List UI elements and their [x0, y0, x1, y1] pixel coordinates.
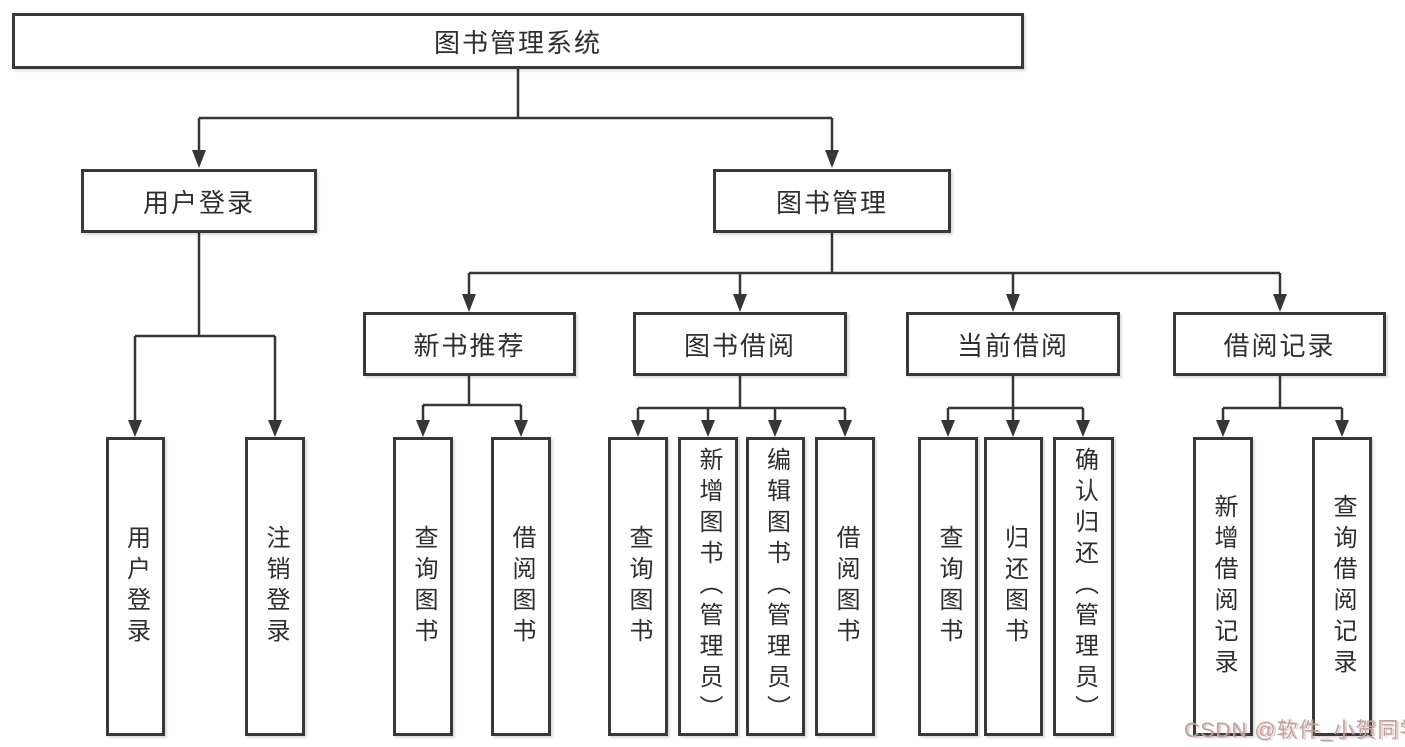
leaf-label: 查询图书: [935, 524, 962, 649]
leaf-label: 查询图书: [410, 524, 437, 649]
leaf-label: 注销登录: [262, 524, 289, 649]
node-book-management: 图书管理: [713, 169, 951, 233]
leaf-query-books-recommend: 查询图书: [393, 437, 453, 736]
leaf-label: 编辑图书（管理员）: [762, 447, 790, 726]
leaf-query-borrow-record: 查询借阅记录: [1312, 437, 1372, 736]
node-borrowing-records: 借阅记录: [1173, 312, 1386, 376]
leaf-label: 查询借阅记录: [1329, 493, 1356, 680]
leaf-user-login: 用户登录: [106, 437, 165, 736]
leaf-logout: 注销登录: [245, 437, 305, 736]
csdn-watermark: CSDN @软件_小贺同学: [1184, 719, 1405, 742]
leaf-label: 新增图书（管理员）: [695, 447, 722, 726]
leaf-add-borrow-record: 新增借阅记录: [1193, 437, 1253, 736]
leaf-query-books-current: 查询图书: [918, 437, 978, 736]
node-book-borrowing: 图书借阅: [633, 312, 847, 376]
leaf-label: 查询图书: [625, 524, 652, 649]
leaf-borrow-books: 借阅图书: [815, 437, 875, 736]
leaf-label: 确认归还（管理员）: [1070, 447, 1098, 726]
node-new-book-recommend: 新书推荐: [363, 312, 576, 376]
node-library-management-system: 图书管理系统: [12, 13, 1024, 69]
leaf-label: 归还图书: [1000, 524, 1028, 649]
leaf-edit-book-admin: 编辑图书（管理员）: [746, 437, 805, 736]
leaf-label: 新增借阅记录: [1210, 493, 1237, 680]
leaf-add-book-admin: 新增图书（管理员）: [678, 437, 738, 736]
leaf-label: 用户登录: [122, 524, 150, 649]
leaf-label: 借阅图书: [508, 524, 535, 649]
node-current-borrowing: 当前借阅: [906, 312, 1120, 376]
leaf-return-books: 归还图书: [984, 437, 1043, 736]
leaf-query-books-borrow: 查询图书: [608, 437, 668, 736]
leaf-label: 借阅图书: [832, 524, 859, 649]
leaf-borrow-books-recommend: 借阅图书: [491, 437, 551, 736]
leaf-confirm-return-admin: 确认归还（管理员）: [1053, 437, 1114, 736]
node-user-login: 用户登录: [81, 169, 317, 233]
